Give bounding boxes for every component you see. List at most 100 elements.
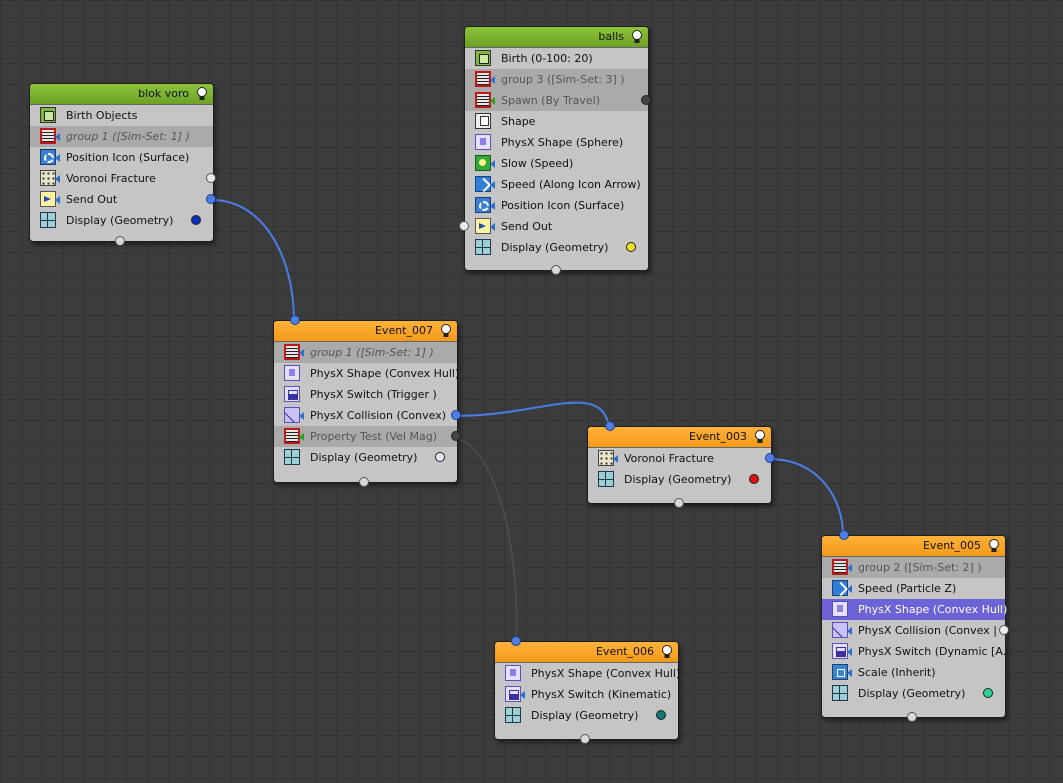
operator-row[interactable]: Position Icon (Surface) <box>465 195 648 216</box>
node-event-005[interactable]: Event_005 group 2 ([Sim-Set: 2] ) Speed … <box>821 530 1013 722</box>
output-port-bottom[interactable] <box>359 477 369 487</box>
operator-row[interactable]: Birth (0-100: 20) <box>465 48 648 69</box>
operator-row[interactable]: Speed (Particle Z) <box>822 578 1005 599</box>
operator-label: PhysX Shape (Convex Hull) <box>858 603 1008 616</box>
operator-row[interactable]: group 1 ([Sim-Set: 1] ) <box>274 342 457 363</box>
lightbulb-icon[interactable] <box>440 324 452 338</box>
node-header[interactable]: Event_006 <box>495 642 678 663</box>
operator-row[interactable]: Scale (Inherit) <box>822 662 1005 683</box>
node-title: Event_003 <box>688 430 747 443</box>
lightbulb-icon[interactable] <box>754 430 766 444</box>
operator-label: PhysX Switch (Trigger ) <box>310 388 437 401</box>
display-color-swatch[interactable] <box>983 688 993 698</box>
operator-row[interactable]: Display (Geometry) <box>822 683 1005 704</box>
node-event-003[interactable]: Event_003 Voronoi Fracture Display (Geom… <box>587 421 775 508</box>
operator-row[interactable]: PhysX Collision (Convex | ... <box>822 620 1011 641</box>
arrow-icon <box>299 412 304 420</box>
operator-row[interactable]: group 2 ([Sim-Set: 2] ) <box>822 557 1005 578</box>
output-port-bottom[interactable] <box>674 498 684 508</box>
operator-row[interactable]: PhysX Switch (Trigger ) <box>274 384 457 405</box>
physx-collision-icon <box>284 407 300 423</box>
output-port[interactable] <box>206 173 216 183</box>
physx-shape-icon <box>505 665 521 681</box>
node-balls[interactable]: balls Birth (0-100: 20) group 3 ([Sim-Se… <box>459 26 651 275</box>
output-port-bottom[interactable] <box>907 712 917 722</box>
operator-row[interactable]: Slow (Speed) <box>465 153 648 174</box>
input-port[interactable] <box>605 421 615 431</box>
arrow-icon <box>55 196 60 204</box>
operator-label: Shape <box>501 115 536 128</box>
display-color-swatch[interactable] <box>656 710 666 720</box>
operator-row[interactable]: Property Test (Vel Mag) <box>274 426 461 447</box>
arrow-icon <box>490 97 495 105</box>
operator-row[interactable]: PhysX Shape (Convex Hull) <box>495 663 680 684</box>
input-port[interactable] <box>290 315 300 325</box>
input-port[interactable] <box>115 236 125 246</box>
input-port[interactable] <box>551 265 561 275</box>
operator-row[interactable]: Display (Geometry) <box>588 469 771 490</box>
lightbulb-icon[interactable] <box>631 30 643 44</box>
display-color-swatch[interactable] <box>626 242 636 252</box>
operator-row[interactable]: Send Out <box>30 189 216 210</box>
operator-label: Display (Geometry) <box>310 451 418 464</box>
operator-label: Position Icon (Surface) <box>66 151 190 164</box>
operator-row-selected[interactable]: PhysX Shape (Convex Hull) <box>822 599 1008 620</box>
operator-row[interactable]: Shape <box>465 111 648 132</box>
node-header[interactable]: Event_005 <box>822 536 1005 557</box>
group-icon <box>40 128 56 144</box>
scale-icon <box>832 664 848 680</box>
display-color-swatch[interactable] <box>191 215 201 225</box>
output-port[interactable] <box>451 410 461 420</box>
operator-row[interactable]: Position Icon (Surface) <box>30 147 213 168</box>
node-blok-voro[interactable]: blok voro Birth Objects group 1 ([Sim-Se… <box>29 83 216 246</box>
node-header[interactable]: Event_003 <box>588 427 771 448</box>
operator-row[interactable]: Display (Geometry) <box>465 237 648 258</box>
operator-row[interactable]: Display (Geometry) <box>30 210 213 231</box>
display-icon <box>40 212 56 228</box>
arrow-icon <box>847 669 852 677</box>
operator-row[interactable]: Speed (Along Icon Arrow) <box>465 174 648 195</box>
wire-event-007-to-event-006 <box>455 437 518 642</box>
operator-row[interactable]: Spawn (By Travel) <box>465 90 651 111</box>
lightbulb-icon[interactable] <box>661 645 673 659</box>
input-port[interactable] <box>511 636 521 646</box>
operator-label: Spawn (By Travel) <box>501 94 601 107</box>
operator-row[interactable]: group 3 ([Sim-Set: 3] ) <box>465 69 648 90</box>
operator-label: Display (Geometry) <box>66 214 174 227</box>
operator-row[interactable]: Display (Geometry) <box>274 447 457 468</box>
output-port[interactable] <box>206 194 216 204</box>
output-port[interactable] <box>641 95 651 105</box>
operator-row[interactable]: Voronoi Fracture <box>30 168 216 189</box>
physx-shape-icon <box>832 601 848 617</box>
operator-row[interactable]: PhysX Switch (Dynamic [A... <box>822 641 1013 662</box>
display-color-swatch[interactable] <box>749 474 759 484</box>
output-port[interactable] <box>459 221 469 231</box>
operator-row[interactable]: PhysX Shape (Sphere) <box>465 132 648 153</box>
operator-row[interactable]: group 1 ([Sim-Set: 1] ) <box>30 126 213 147</box>
node-title: Event_006 <box>595 645 654 658</box>
output-port[interactable] <box>999 625 1009 635</box>
operator-row[interactable]: Voronoi Fracture <box>588 448 775 469</box>
display-color-swatch[interactable] <box>435 452 445 462</box>
group-icon <box>832 559 848 575</box>
node-event-006[interactable]: Event_006 PhysX Shape (Convex Hull) Phys… <box>494 636 680 744</box>
operator-row[interactable]: PhysX Shape (Convex Hull) <box>274 363 459 384</box>
node-event-007[interactable]: Event_007 group 1 ([Sim-Set: 1] ) PhysX … <box>273 315 461 487</box>
output-port-bottom[interactable] <box>580 734 590 744</box>
node-header[interactable]: Event_007 <box>274 321 457 342</box>
operator-row[interactable]: Birth Objects <box>30 105 213 126</box>
shape-icon <box>475 113 491 129</box>
operator-row[interactable]: PhysX Collision (Convex) <box>274 405 461 426</box>
lightbulb-icon[interactable] <box>988 539 1000 553</box>
slow-icon <box>475 155 491 171</box>
lightbulb-icon[interactable] <box>196 87 208 101</box>
node-header[interactable]: balls <box>465 27 648 48</box>
input-port[interactable] <box>839 530 849 540</box>
node-header[interactable]: blok voro <box>30 84 213 105</box>
operator-row[interactable]: Display (Geometry) <box>495 705 678 726</box>
arrow-icon <box>55 175 60 183</box>
operator-row[interactable]: Send Out <box>459 216 648 237</box>
output-port[interactable] <box>765 453 775 463</box>
output-port[interactable] <box>451 431 461 441</box>
operator-row[interactable]: PhysX Switch (Kinematic) <box>495 684 678 705</box>
